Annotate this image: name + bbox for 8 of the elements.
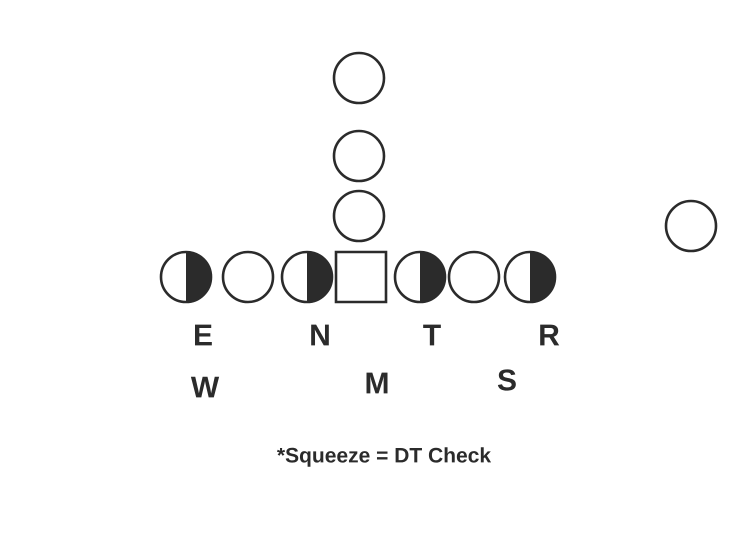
position-letter: W — [190, 376, 220, 398]
caption: *Squeeze = DT Check — [276, 447, 492, 467]
position-letter: M — [366, 372, 388, 394]
position-letter: N — [311, 324, 329, 346]
position-letter: T — [423, 324, 441, 346]
position-letter: R — [540, 324, 560, 346]
position-letter: S — [498, 369, 516, 391]
position-letter: E — [195, 324, 212, 346]
